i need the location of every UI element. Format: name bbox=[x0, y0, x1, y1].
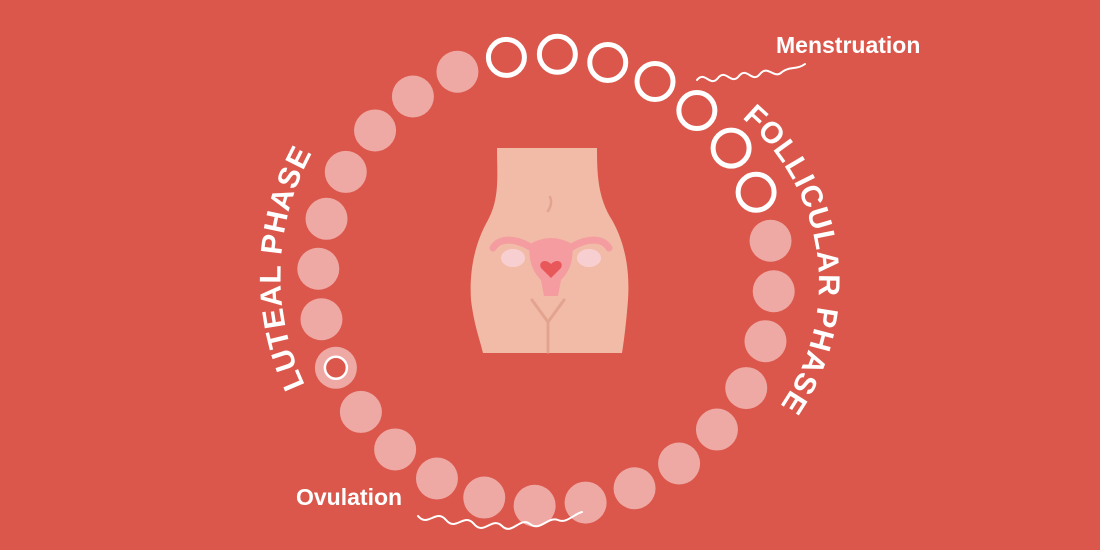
cycle-day-dot bbox=[297, 247, 340, 290]
menstruation-day-ring bbox=[710, 127, 752, 169]
cycle-day-dot bbox=[391, 75, 434, 118]
cycle-day-dot bbox=[564, 481, 607, 524]
ovulation-squiggle bbox=[417, 511, 583, 530]
menstruation-day-ring bbox=[587, 41, 629, 83]
menstruation-day-ring bbox=[676, 90, 718, 132]
cycle-day-dot bbox=[324, 150, 367, 193]
menstruation-day-ring bbox=[485, 36, 527, 78]
pelvis-line bbox=[530, 298, 566, 354]
cycle-day-dot bbox=[339, 390, 382, 433]
cycle-day-dot bbox=[613, 467, 656, 510]
navel bbox=[546, 195, 553, 213]
heart bbox=[540, 261, 562, 278]
cycle-day-dot bbox=[300, 298, 343, 341]
cycle-day-dot bbox=[354, 109, 397, 152]
menstruation-day-ring bbox=[536, 33, 578, 75]
right-ovary bbox=[577, 249, 601, 267]
menstruation-squiggle bbox=[696, 63, 806, 83]
cycle-day-dot bbox=[305, 197, 348, 240]
cycle-day-dot bbox=[725, 367, 768, 410]
uterus-illustration bbox=[489, 236, 613, 296]
left-ovary bbox=[501, 249, 525, 267]
cycle-day-dot bbox=[374, 428, 417, 471]
cycle-days bbox=[297, 33, 795, 527]
menstruation-day-ring bbox=[634, 61, 676, 103]
menstruation-day-ring bbox=[735, 171, 777, 213]
menstruation-label: Menstruation bbox=[776, 32, 920, 58]
cycle-day-dot bbox=[415, 457, 458, 500]
cycle-day-dot bbox=[744, 320, 787, 363]
cycle-day-dot bbox=[752, 270, 795, 313]
cycle-day-dot bbox=[436, 50, 479, 93]
cycle-day-dot bbox=[463, 476, 506, 519]
ovulation-day-ring bbox=[323, 355, 349, 381]
cycle-day-dot bbox=[749, 219, 792, 262]
ovulation-label: Ovulation bbox=[296, 484, 402, 510]
body-illustration bbox=[470, 148, 629, 354]
cycle-day-dot bbox=[513, 484, 556, 527]
cycle-day-dot bbox=[658, 442, 701, 485]
cycle-day-dot bbox=[695, 408, 738, 451]
